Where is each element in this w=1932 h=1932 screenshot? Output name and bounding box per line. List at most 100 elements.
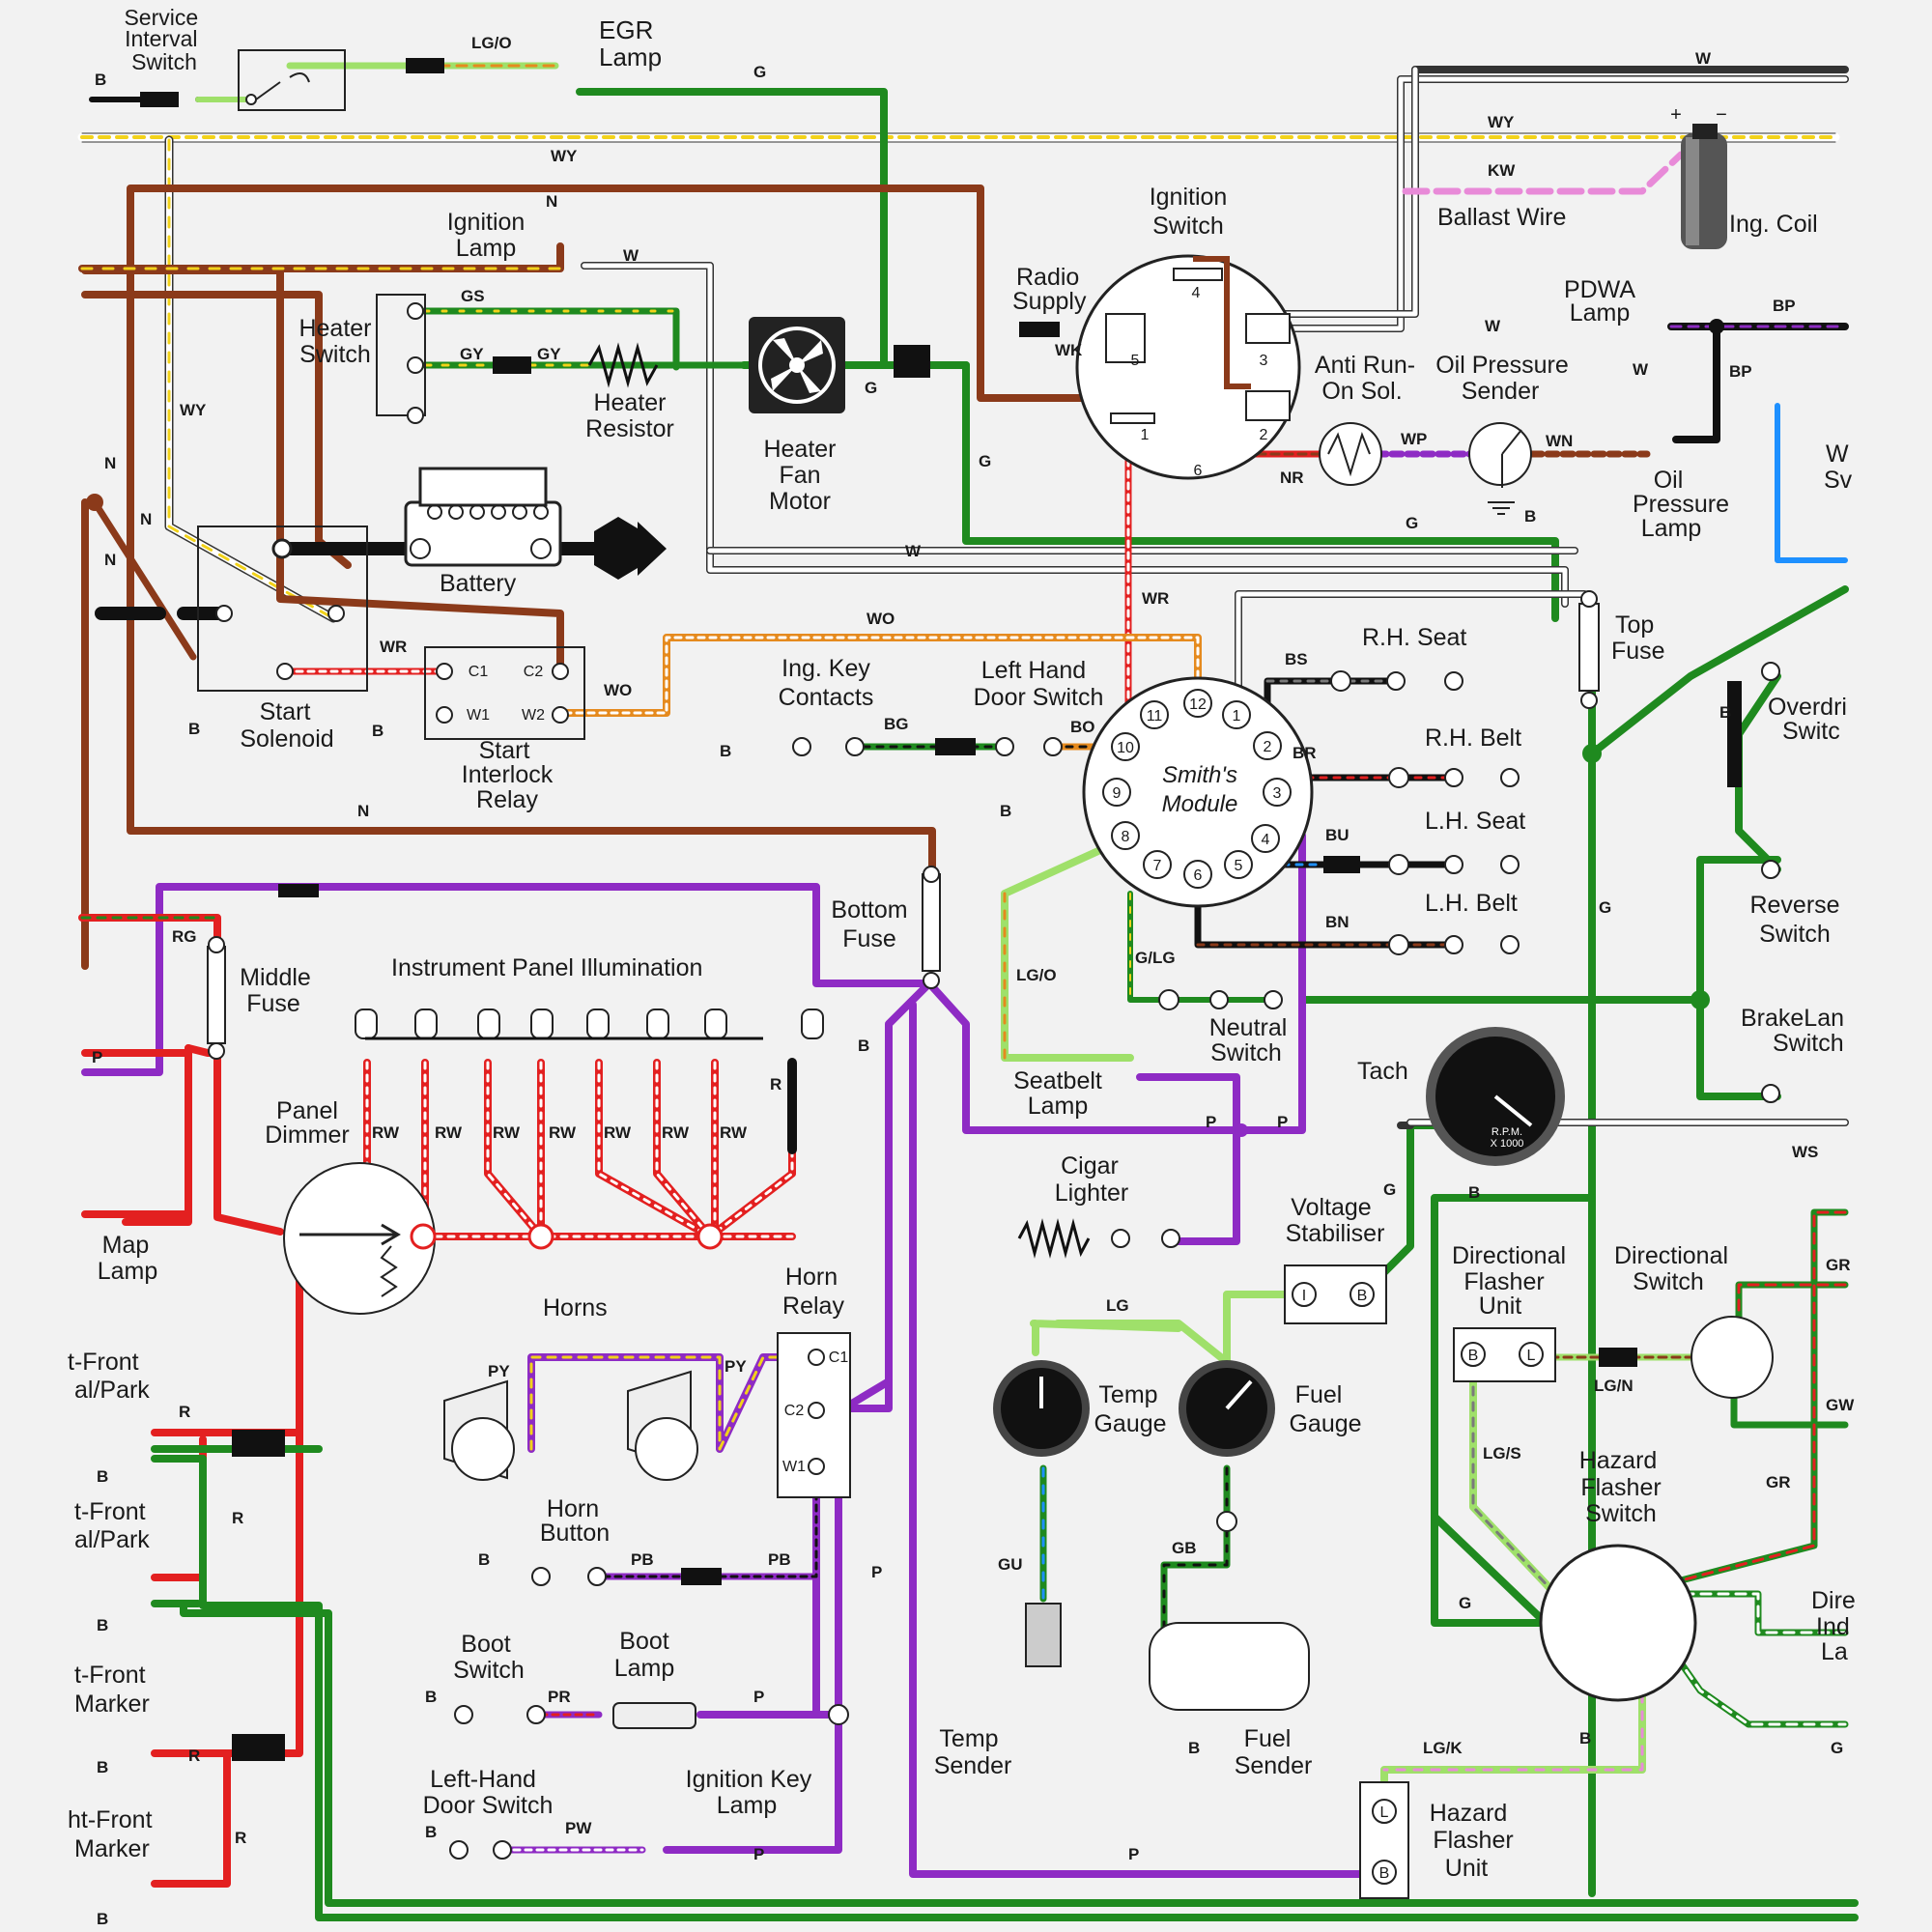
stab-b: B <box>1357 1288 1368 1304</box>
code-rw-4: RW <box>549 1123 577 1142</box>
rh-belt-label: R.H. Belt <box>1425 724 1521 752</box>
code-r-2: R <box>179 1403 190 1421</box>
oil-pressure-sender-symbol <box>1468 422 1532 486</box>
code-bu: BU <box>1325 826 1350 844</box>
code-gy-2: GY <box>537 345 561 363</box>
code-b-12: B <box>97 1758 108 1776</box>
code-b-17: B <box>425 1823 437 1841</box>
service-interval-switch-label: Service Interval Switch <box>124 5 204 74</box>
switch-contacts <box>449 662 1780 1860</box>
code-gr-2: GR <box>1766 1473 1791 1492</box>
coil-minus: − <box>1716 104 1727 126</box>
ground-arrow <box>594 517 667 580</box>
fuel-sender-tank <box>1149 1622 1310 1711</box>
relay-w1: W1 <box>467 707 490 724</box>
code-b-7: B <box>858 1037 869 1055</box>
code-nr: NR <box>1280 469 1304 487</box>
code-b-4: B <box>720 742 731 760</box>
module-pin-8: 8 <box>1122 829 1130 845</box>
ign-pin-5: 5 <box>1131 353 1140 369</box>
code-p-4: P <box>871 1563 882 1581</box>
service-interval-switch-box <box>238 49 346 111</box>
code-gs: GS <box>461 287 485 305</box>
wire-bp <box>1667 323 1849 443</box>
smiths-module-symbol <box>1082 676 1314 908</box>
code-wy: WY <box>1488 113 1515 131</box>
ign-pin-6: 6 <box>1194 463 1203 479</box>
wire-p-horn <box>812 980 1376 1878</box>
code-n: N <box>546 192 557 211</box>
directional-switch-symbol <box>1690 1316 1774 1399</box>
code-wy-2: WY <box>551 147 578 165</box>
module-pin-6: 6 <box>1194 867 1203 884</box>
code-gy: GY <box>460 345 484 363</box>
code-wo-2: WO <box>604 681 632 699</box>
ignition-switch-symbol <box>1075 254 1301 480</box>
code-gb: GB <box>1172 1539 1197 1557</box>
code-lgs: LG/S <box>1483 1444 1521 1463</box>
code-g-8: G <box>1831 1739 1843 1757</box>
wire-kw <box>1402 151 1685 195</box>
code-wo: WO <box>867 610 895 628</box>
instrument-panel-illumination-label: Instrument Panel Illumination <box>391 954 702 981</box>
module-pin-2: 2 <box>1264 739 1272 755</box>
code-w-3: W <box>1485 317 1501 335</box>
module-pin-7: 7 <box>1153 858 1162 874</box>
wire-rw <box>363 1059 796 1240</box>
code-gr: GR <box>1826 1256 1851 1274</box>
tach-label: Tach <box>1357 1058 1408 1085</box>
code-w: W <box>1695 49 1712 68</box>
code-g: G <box>753 63 766 81</box>
code-rw-3: RW <box>493 1123 521 1142</box>
code-b-9: B <box>1579 1729 1591 1747</box>
code-b: B <box>95 71 106 89</box>
anti-run-on-label: Anti Run-On Sol. <box>1315 352 1415 405</box>
temp-sender-symbol <box>1025 1603 1062 1667</box>
heater-resistor-symbol <box>587 342 659 388</box>
ballast-wire-label: Ballast Wire <box>1437 204 1566 231</box>
code-rw-5: RW <box>604 1123 632 1142</box>
cross-connectors <box>828 670 1409 1725</box>
code-lgn: LG/N <box>1594 1377 1634 1395</box>
code-n-5: N <box>357 802 369 820</box>
code-glg: G/LG <box>1135 949 1176 967</box>
instrument-lamp-row <box>355 1009 824 1039</box>
horn-left <box>443 1379 515 1481</box>
code-kw: KW <box>1488 161 1516 180</box>
code-b-14: B <box>478 1550 490 1569</box>
heater-fan-motor <box>749 317 845 413</box>
code-lg: LG <box>1106 1296 1129 1315</box>
wire-n-brown <box>81 185 1255 970</box>
code-g-7: G <box>1459 1594 1471 1612</box>
component-symbols <box>86 49 1780 1899</box>
ing-coil-label: Ing. Coil <box>1729 211 1818 238</box>
ign-pin-2: 2 <box>1260 427 1268 443</box>
code-py-2: PY <box>724 1357 747 1376</box>
code-g-3: G <box>979 452 991 470</box>
code-lgo: LG/O <box>471 34 512 52</box>
coil-plus: + <box>1670 104 1682 126</box>
start-interlock-relay-box <box>424 646 585 740</box>
hfu-b: B <box>1379 1865 1390 1882</box>
code-pb: PB <box>631 1550 654 1569</box>
